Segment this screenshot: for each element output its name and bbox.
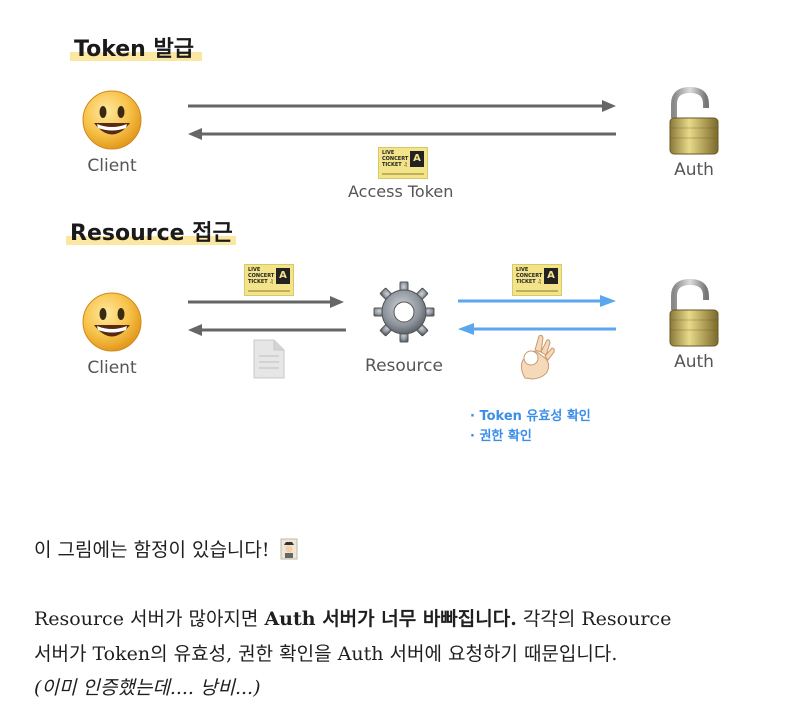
client-smiley-icon — [82, 90, 142, 150]
paragraph-line-1: Resource 서버가 많아지면 Auth 서버가 너무 바빠집니다. 각각의… — [34, 604, 671, 631]
document-icon — [253, 339, 285, 379]
title-highlight — [66, 236, 236, 245]
request-arrow — [188, 100, 616, 112]
note-permission-check: · 권한 확인 — [470, 429, 532, 444]
section-title-token-issue: Token 발급 — [74, 37, 194, 62]
note-token-validity: · Token 유효성 확인 — [470, 409, 591, 424]
auth-to-resource-arrow — [458, 323, 616, 335]
client-label: Client — [87, 358, 137, 378]
paragraph-text: Resource 서버가 많아지면 — [34, 608, 265, 630]
client-smiley-icon — [82, 292, 142, 352]
paragraph-text: 각각의 Resource — [516, 608, 672, 630]
token-ticket-icon: LIVE CONCERT TICKET ♫ A — [512, 264, 562, 296]
access-token-ticket-icon: LIVE CONCERT TICKET ♫ A — [378, 147, 428, 179]
client-to-resource-arrow — [188, 296, 344, 308]
title-highlight — [70, 52, 202, 61]
paragraph-line-3: (이미 인증했는데.... 낭비...) — [34, 673, 261, 700]
auth-padlock-icon — [669, 86, 719, 155]
auth-label: Auth — [674, 352, 714, 372]
client-label: Client — [87, 156, 137, 176]
ok-hand-icon — [520, 334, 555, 380]
detective-emoji-icon — [280, 538, 298, 560]
token-ticket-icon: LIVE CONCERT TICKET ♫ A — [244, 264, 294, 296]
resource-label: Resource — [365, 356, 443, 376]
section-title-resource-access: Resource 접근 — [70, 221, 233, 246]
response-arrow — [188, 128, 616, 140]
paragraph-line-2: 서버가 Token의 유효성, 권한 확인을 Auth 서버에 요청하기 때문입… — [34, 643, 618, 665]
paragraph-bold-text: Auth 서버가 너무 바빠집니다. — [264, 608, 517, 630]
resource-to-client-arrow — [188, 324, 346, 336]
paragraph-italic-text: (이미 인증했는데.... 낭비...) — [34, 677, 261, 699]
warning-line: 이 그림에는 함정이 있습니다! — [34, 535, 298, 562]
access-token-label: Access Token — [348, 182, 454, 201]
resource-gear-icon — [373, 281, 435, 343]
auth-label: Auth — [674, 160, 714, 180]
auth-padlock-icon — [669, 278, 719, 347]
resource-to-auth-arrow — [458, 295, 616, 307]
warning-text: 이 그림에는 함정이 있습니다! — [34, 539, 270, 561]
